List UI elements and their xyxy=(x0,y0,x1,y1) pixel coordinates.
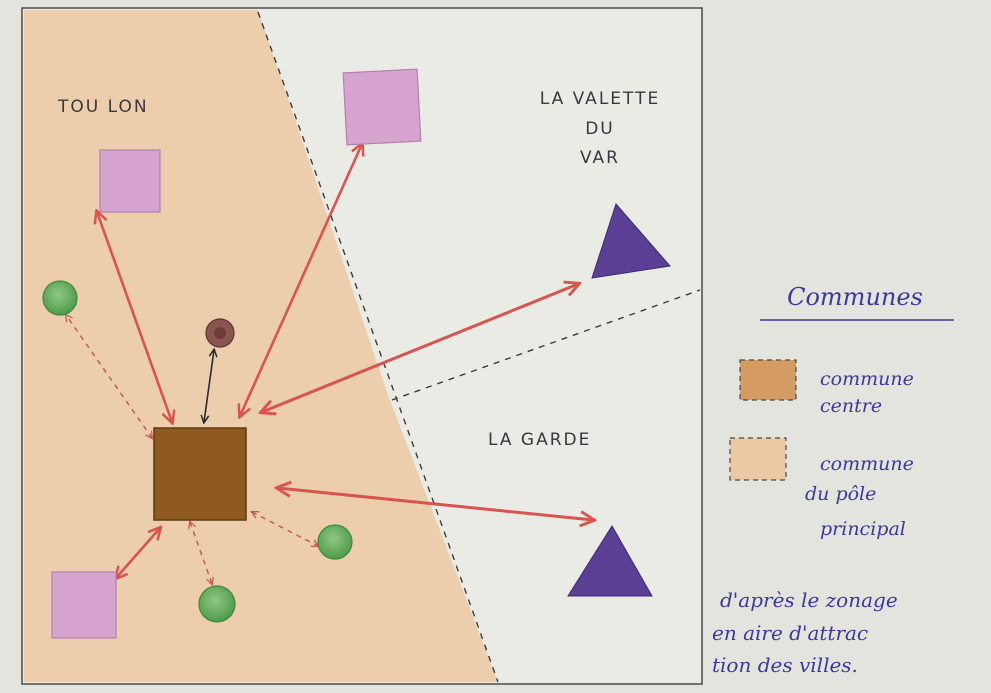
label-la-valette-3: VAR xyxy=(580,148,620,168)
green-circle-nw xyxy=(42,280,78,316)
violet-triangle-top xyxy=(591,203,671,279)
legend-centre-line1: commune xyxy=(820,368,914,390)
arrow-centre-triangle-bottom xyxy=(278,488,593,520)
legend-swatch-centre xyxy=(739,359,797,401)
legend-swatch-pole xyxy=(729,437,787,481)
boundary-toulon-lavalette xyxy=(257,11,499,683)
legend-pole-line3: principal xyxy=(820,518,906,540)
label-la-valette-2: DU xyxy=(585,119,615,139)
pink-square-toulon-top xyxy=(99,149,161,213)
legend-pole-line2: du pôle xyxy=(805,483,876,505)
legend-note-line2: en aire d'attrac xyxy=(712,621,868,645)
legend-note-line1: d'après le zonage xyxy=(720,588,898,612)
green-circle-s xyxy=(198,585,236,623)
green-circle-se xyxy=(317,524,353,560)
arrow-centre-triangle-top xyxy=(262,284,578,412)
commune-centre-square xyxy=(153,427,247,521)
legend-pole-line1: commune xyxy=(820,453,914,475)
label-toulon: TOU LON xyxy=(57,97,149,117)
legend-note-line3: tion des villes. xyxy=(712,653,858,677)
arrow-dashed-green-s xyxy=(190,522,212,584)
arrow-centre-brown xyxy=(204,350,214,422)
label-la-garde: LA GARDE xyxy=(488,430,591,450)
pink-square-bottom xyxy=(51,571,117,639)
arrow-dashed-green-se xyxy=(252,512,318,546)
label-la-valette-1: LA VALETTE xyxy=(540,89,661,109)
violet-triangle-bottom xyxy=(567,525,653,597)
legend-title: Communes xyxy=(787,283,923,311)
pink-square-valette xyxy=(342,68,422,146)
legend-centre-line2: centre xyxy=(820,395,882,417)
brown-circle-inner xyxy=(214,327,226,339)
arrow-centre-pink-sw xyxy=(116,528,160,578)
